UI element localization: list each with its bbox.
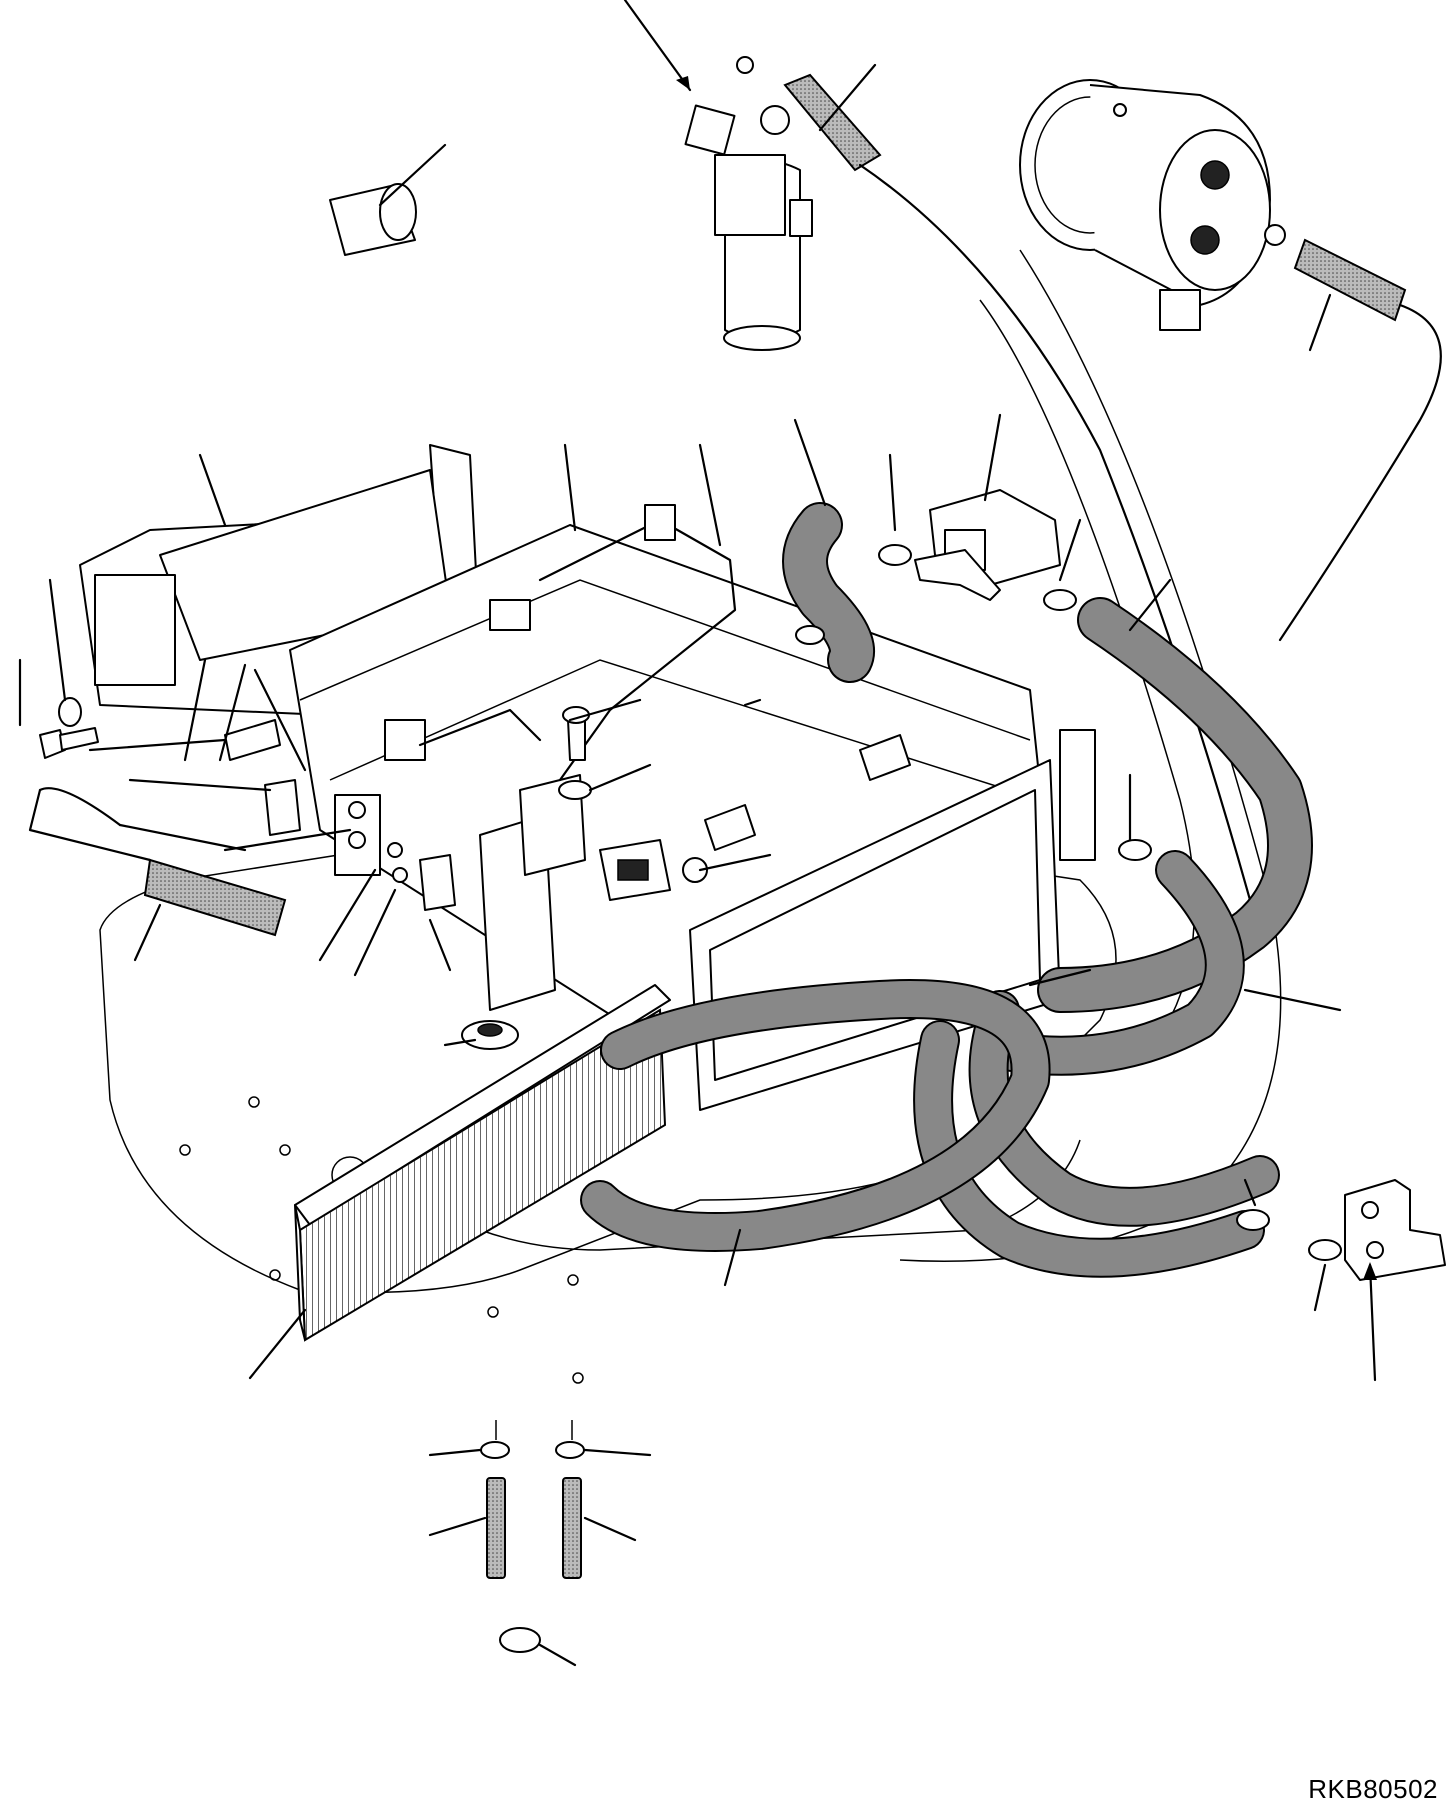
hose-clamps <box>795 544 1342 1261</box>
drain-hoses <box>480 1420 585 1653</box>
receiver-drier <box>684 56 813 351</box>
water-valve <box>914 489 1061 601</box>
leader-lines <box>18 0 1377 1667</box>
compressor <box>1019 79 1286 331</box>
heater-hoses <box>580 502 1313 1278</box>
rubber-grommet <box>461 1020 519 1050</box>
air-filter <box>294 984 671 1342</box>
figure-reference-code: RKB80502 <box>1308 1774 1438 1804</box>
grommet <box>329 183 417 256</box>
expansion-valve-fittings <box>224 719 456 911</box>
bolt-and-washer <box>39 697 99 759</box>
compressor-hose <box>1278 238 1442 642</box>
drier-hose <box>783 73 1252 902</box>
liquid-line <box>28 787 287 937</box>
joint-bracket <box>1344 1179 1446 1281</box>
